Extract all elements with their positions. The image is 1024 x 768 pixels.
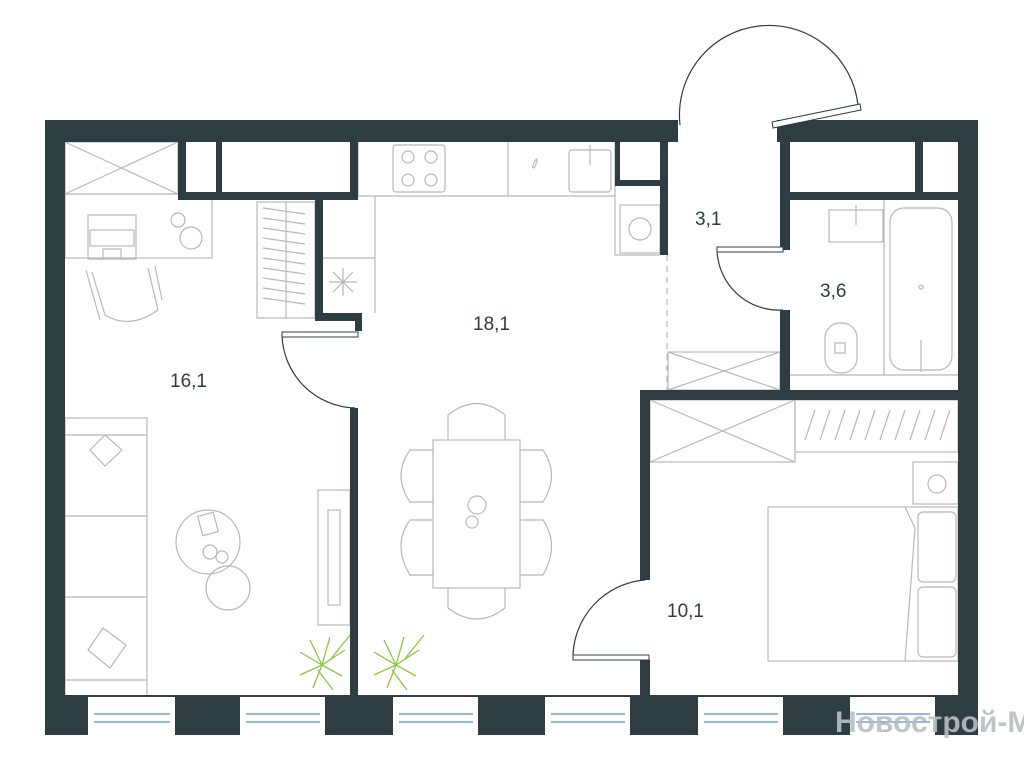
desk [64,193,213,322]
watermark: Новострой-М [835,706,1024,739]
kitchen-area: 18,1 [473,314,510,335]
window [393,697,478,737]
coffee-table [175,509,251,611]
bedroom-door [572,579,650,661]
wardrobe-living [64,141,179,195]
sofa [64,417,148,697]
furniture [64,141,959,697]
living-room-area: 16,1 [170,371,207,392]
bedroom-area: 10,1 [667,601,704,622]
dining-table [400,403,553,620]
doors [281,24,862,661]
windows [88,697,935,737]
kitchen-counter [323,142,661,313]
window [88,697,175,737]
tv-stand [317,489,351,626]
shelving [256,201,316,319]
window [240,697,325,737]
living-room-door [281,331,359,409]
room-labels: 16,1 18,1 3,1 3,6 10,1 [170,209,846,622]
hall-area: 3,1 [695,209,721,230]
walls [45,120,978,735]
entrance-door [678,24,862,129]
plants [299,634,425,691]
bathroom-fixtures [790,200,958,376]
window [850,697,935,737]
window [545,697,630,737]
bathroom-door [716,246,784,311]
bathroom-area: 3,6 [820,281,846,302]
window [698,697,783,737]
